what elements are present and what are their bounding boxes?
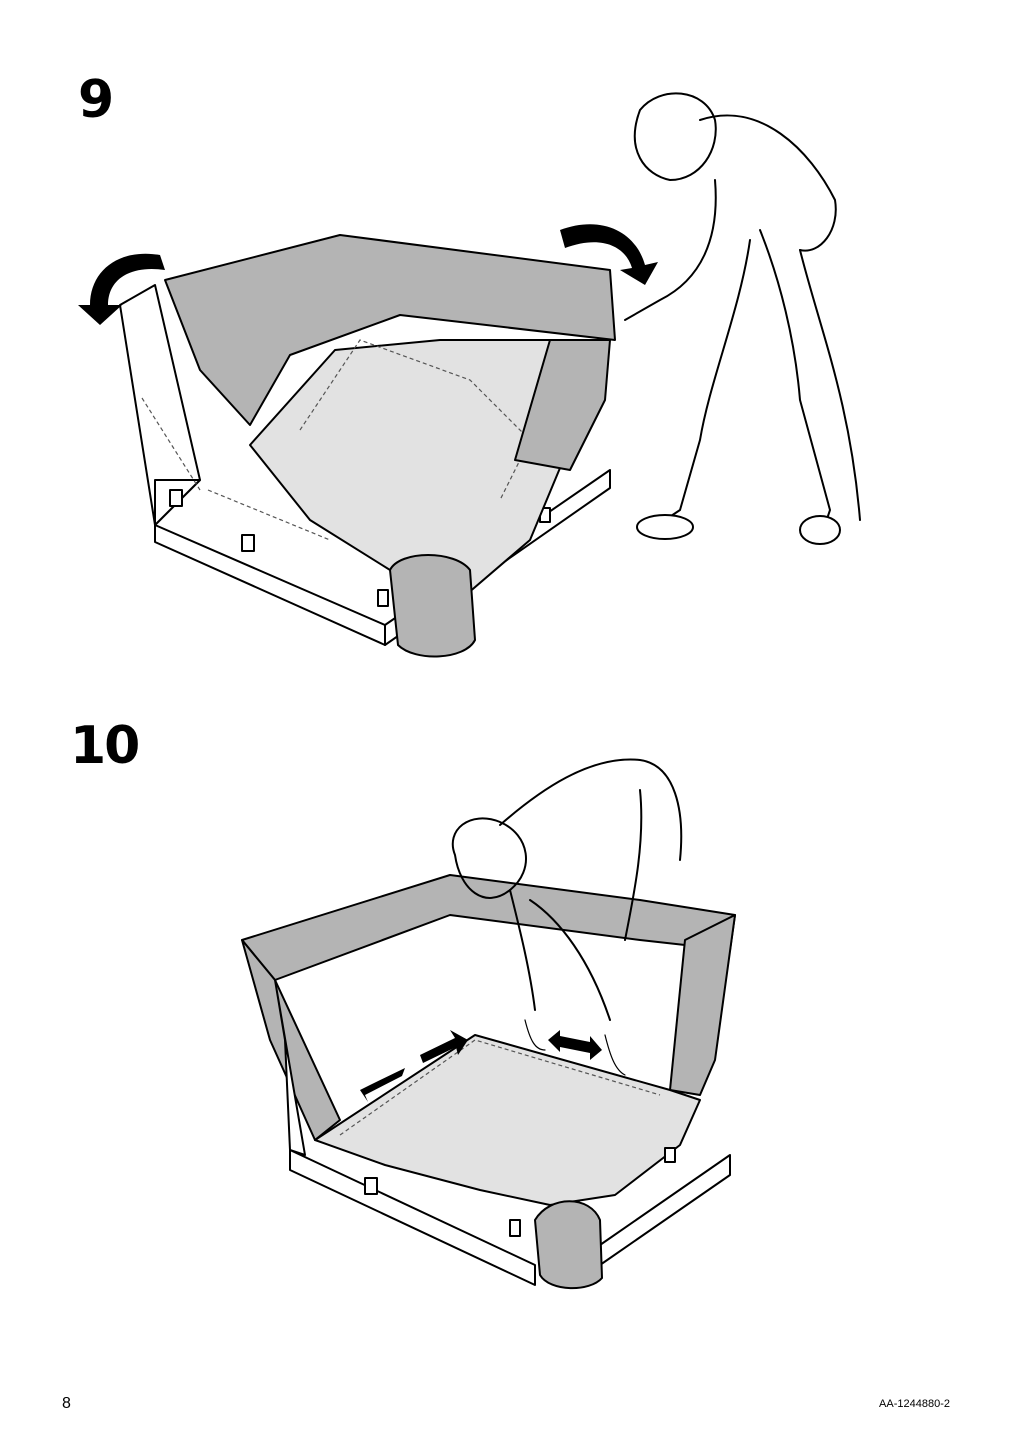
sofa-frame-icon — [241, 874, 736, 1290]
person-pulling-cover-icon — [624, 92, 861, 545]
page-number: 8 — [62, 1395, 71, 1412]
step-10-number: 10 — [70, 716, 140, 776]
person-smoothing-cover-icon — [451, 758, 683, 1076]
step-10-illustration — [241, 758, 736, 1290]
double-arrow-icon — [548, 1030, 602, 1060]
document-code: AA-1244880-2 — [879, 1398, 950, 1410]
step-9-illustration — [78, 92, 861, 658]
step-9-number: 9 — [78, 70, 114, 130]
arrow-left-icon — [360, 1068, 405, 1102]
curved-arrow-right-icon — [560, 224, 658, 285]
curved-arrow-left-icon — [78, 253, 165, 325]
arrow-right-icon — [420, 1030, 468, 1063]
